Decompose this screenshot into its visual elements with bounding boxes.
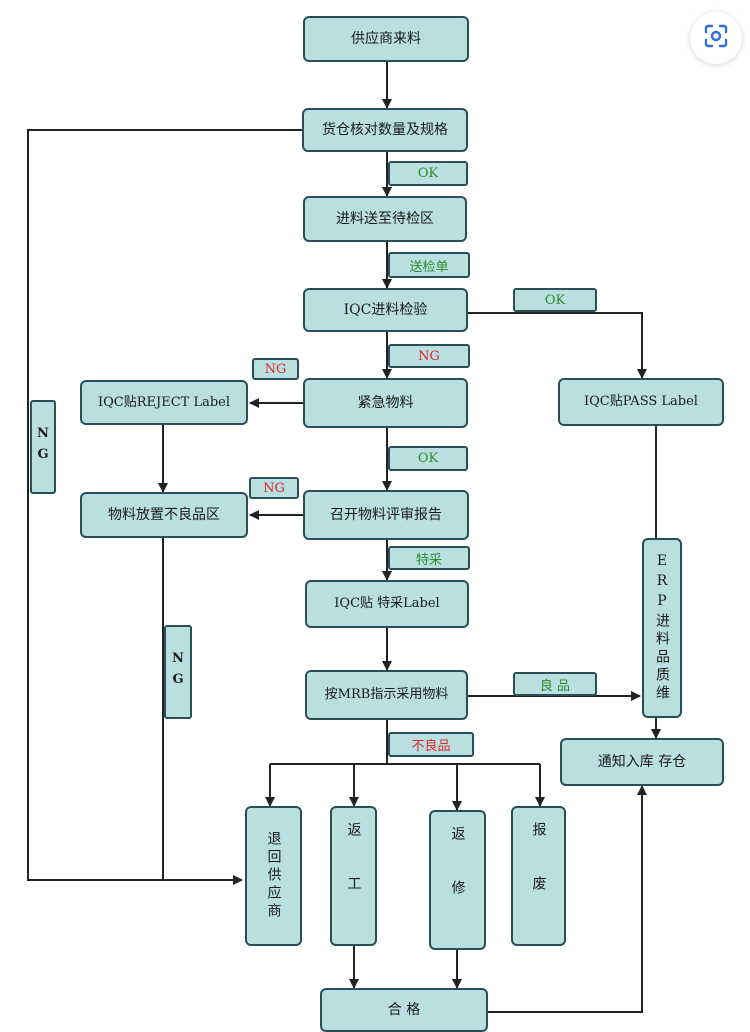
edge-label-text: OK bbox=[417, 166, 439, 181]
node-label: 物料放置不良品区 bbox=[108, 506, 220, 523]
node-iqc-special-label: IQC贴 特采Label bbox=[305, 580, 469, 628]
node-label: 通知入库 存仓 bbox=[597, 753, 687, 770]
node-urgent-material: 紧急物料 bbox=[303, 378, 468, 428]
node-iqc-reject-label: IQC贴REJECT Label bbox=[80, 380, 248, 425]
edge-label-good: 良 品 bbox=[513, 672, 597, 696]
edge-label-ng-reject: NG bbox=[252, 358, 299, 380]
node-defect-area: 物料放置不良品区 bbox=[80, 492, 248, 538]
node-label: 按MRB指示采用物料 bbox=[324, 687, 449, 703]
node-repair: 返修 bbox=[429, 810, 486, 950]
node-iqc-inspection: IQC进料检验 bbox=[303, 288, 468, 332]
node-label: 报废 bbox=[530, 822, 547, 930]
node-label: 退回供应商 bbox=[265, 831, 282, 921]
node-label: IQC进料检验 bbox=[343, 301, 428, 318]
edge-label-text: 不良品 bbox=[411, 739, 451, 754]
edge-label-text: NG bbox=[263, 480, 285, 496]
edge-label-ok: OK bbox=[388, 161, 468, 186]
edge-label-ng-review: NG bbox=[249, 477, 299, 499]
node-label: ERP进料品质维 bbox=[654, 553, 670, 703]
edge-label-ng-urgent: NG bbox=[388, 344, 470, 368]
node-to-inspection-area: 进料送至待检区 bbox=[303, 196, 467, 242]
scan-button[interactable] bbox=[690, 12, 742, 64]
node-mrb-meeting: 召开物料评审报告 bbox=[303, 490, 469, 540]
node-label: 召开物料评审报告 bbox=[330, 506, 442, 523]
node-label: 供应商来料 bbox=[351, 30, 421, 47]
edge-label-send-inspect: 送检单 bbox=[388, 252, 470, 278]
edge-label-text: NG bbox=[170, 651, 186, 693]
node-notify-storage: 通知入库 存仓 bbox=[560, 738, 724, 786]
node-qualified: 合 格 bbox=[320, 988, 488, 1032]
node-label: 货仓核对数量及规格 bbox=[322, 121, 448, 138]
edge-label-text: 良 品 bbox=[539, 678, 571, 694]
node-return-supplier: 退回供应商 bbox=[245, 806, 302, 946]
edge-label-ng-left: NG bbox=[30, 400, 56, 494]
edge-label-text: OK bbox=[544, 292, 566, 308]
node-label: 合 格 bbox=[387, 1001, 421, 1018]
edge-label-text: NG bbox=[418, 348, 440, 364]
edge-label-text: NG bbox=[35, 426, 51, 468]
node-label: 返修 bbox=[449, 826, 466, 934]
node-scrap: 报废 bbox=[511, 806, 566, 946]
node-label: IQC贴PASS Label bbox=[584, 394, 698, 410]
edge-label-text: 特采 bbox=[415, 552, 442, 568]
edge-label-special-purchase: 特采 bbox=[388, 546, 470, 570]
edge-label-ok-urgent: OK bbox=[388, 446, 468, 471]
edge-label-ok-pass: OK bbox=[513, 288, 597, 312]
node-label: IQC贴REJECT Label bbox=[97, 394, 231, 410]
edge-label-bad: 不良品 bbox=[388, 732, 474, 757]
node-mrb-use: 按MRB指示采用物料 bbox=[305, 670, 468, 720]
edge-label-text: NG bbox=[264, 361, 287, 377]
node-label: 紧急物料 bbox=[357, 394, 414, 411]
edge-label-text: 送检单 bbox=[409, 259, 449, 275]
node-label: IQC贴 特采Label bbox=[334, 596, 440, 612]
edge-label-ng-mid: NG bbox=[164, 625, 192, 719]
node-iqc-pass-label: IQC贴PASS Label bbox=[558, 378, 724, 426]
node-label: 返工 bbox=[345, 822, 362, 930]
node-warehouse-check: 货仓核对数量及规格 bbox=[302, 108, 468, 152]
node-label: 进料送至待检区 bbox=[336, 210, 434, 227]
node-supplier-incoming: 供应商来料 bbox=[303, 16, 469, 62]
node-erp-quality: ERP进料品质维 bbox=[642, 538, 682, 718]
node-rework: 返工 bbox=[330, 806, 377, 946]
scan-icon bbox=[702, 22, 730, 54]
edge-label-text: OK bbox=[417, 451, 439, 466]
